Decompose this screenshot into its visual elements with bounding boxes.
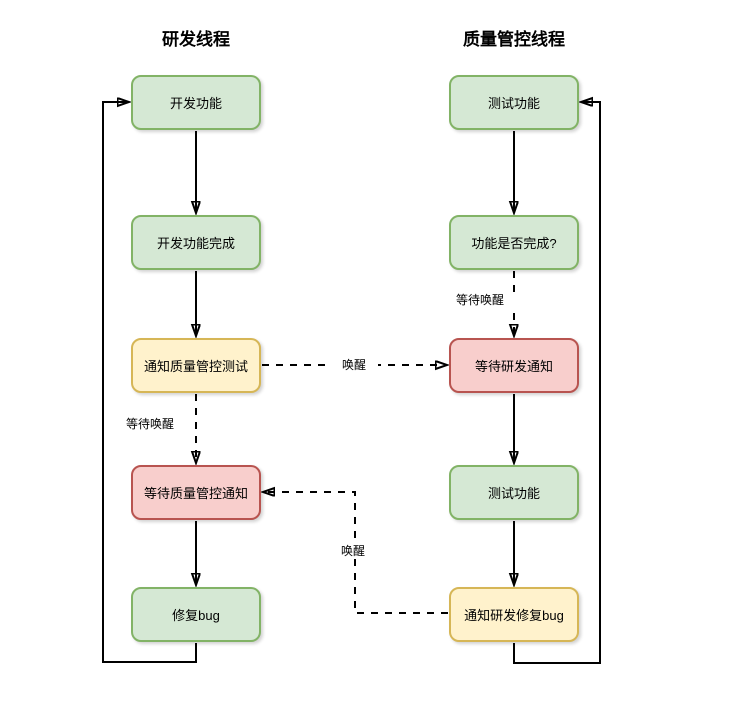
- edge-wake-qa-to-dev: [263, 492, 448, 614]
- node-dev-complete: 开发功能完成: [131, 215, 261, 270]
- edge-dev-loopback: [102, 102, 197, 663]
- thread-title-qa: 质量管控线程: [463, 30, 565, 49]
- node-qa-wait-dev-notice: 等待研发通知: [449, 338, 579, 393]
- label-qa-wait-wake: 等待唤醒: [442, 292, 518, 308]
- node-qa-check-complete: 功能是否完成?: [449, 215, 579, 270]
- node-dev-notify-qa: 通知质量管控测试: [131, 338, 261, 393]
- label-wake-horizontal: 唤醒: [330, 357, 378, 373]
- edge-qa-loopback: [513, 102, 601, 664]
- label-wake-vertical: 唤醒: [329, 543, 377, 559]
- node-dev-fix-bug: 修复bug: [131, 587, 261, 642]
- thread-title-dev: 研发线程: [162, 30, 230, 49]
- node-dev-wait-qa-notice: 等待质量管控通知: [131, 465, 261, 520]
- node-qa-test-2: 测试功能: [449, 465, 579, 520]
- node-qa-notify-dev-fix: 通知研发修复bug: [449, 587, 579, 642]
- node-dev-develop: 开发功能: [131, 75, 261, 130]
- node-qa-test: 测试功能: [449, 75, 579, 130]
- label-dev-wait-wake: 等待唤醒: [112, 416, 188, 432]
